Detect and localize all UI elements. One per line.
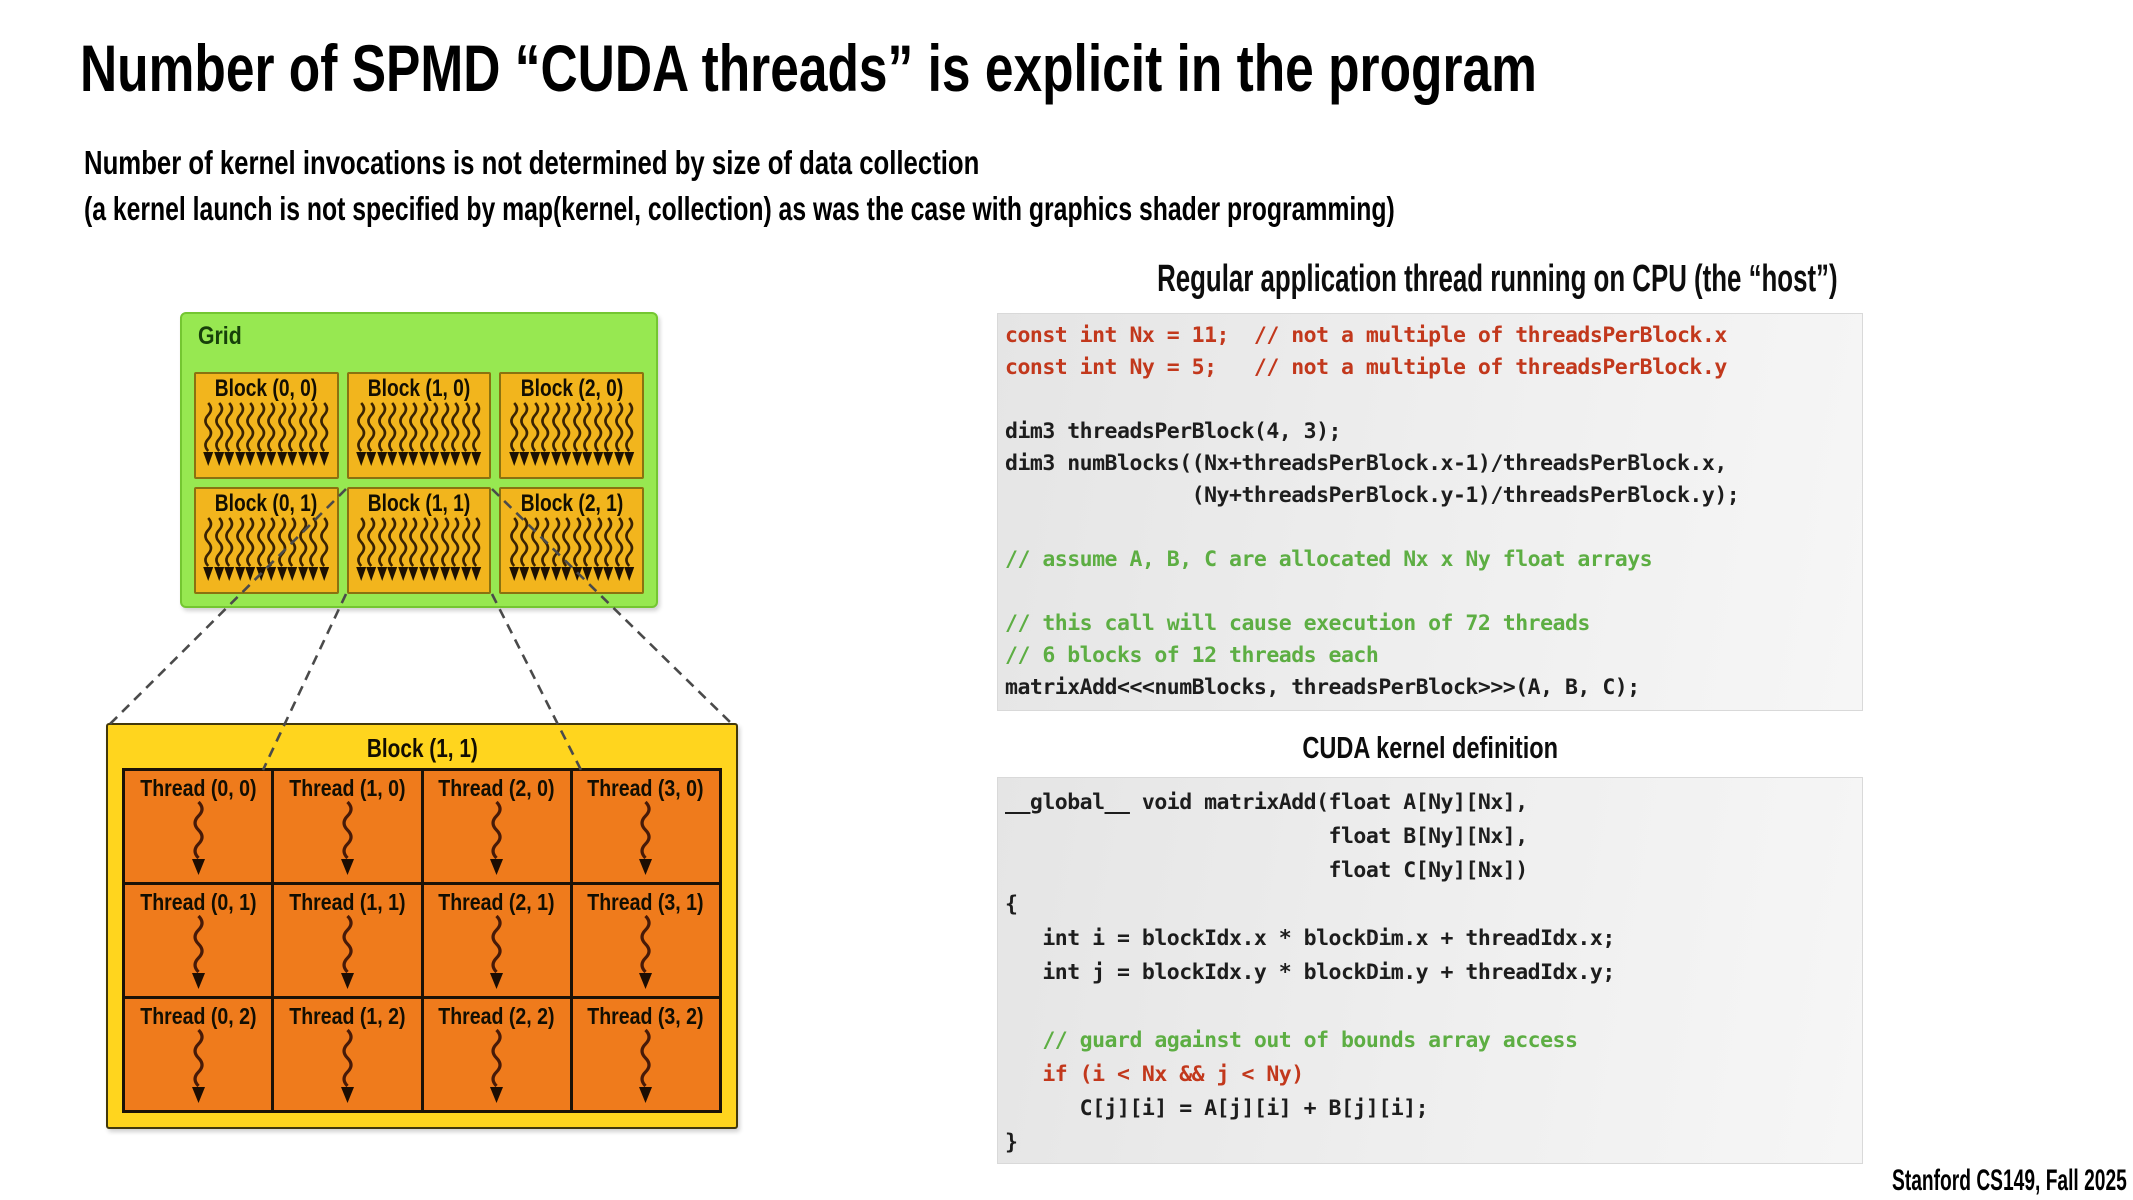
grid-block-label: Block (1, 0) (367, 375, 471, 402)
kernel-code-block: __global__ void matrixAdd(float A[Ny][Nx… (997, 777, 1863, 1164)
course-footer: Stanford CS149, Fall 2025 (1892, 1164, 2127, 1197)
thread-label: Thread (0, 1) (139, 889, 257, 915)
thread-squiggle-icon (339, 801, 356, 875)
thread-label: Thread (3, 1) (587, 889, 704, 915)
code-line: const int Ny = 5; // not a multiple of t… (1005, 355, 1727, 380)
code-line: // guard against out of bounds array acc… (1005, 1028, 1578, 1053)
thread-cell: Thread (3, 0) (572, 771, 719, 882)
thread-squiggles-icon (356, 517, 482, 581)
thread-squiggle-icon (190, 801, 207, 875)
grid-block: Block (2, 0) (499, 372, 644, 479)
grid-block-label: Block (0, 0) (215, 375, 318, 402)
page-title-text: Number of SPMD “CUDA threads” is explici… (80, 31, 1537, 105)
thread-squiggle-icon (339, 915, 356, 989)
grid-block-label: Block (1, 1) (367, 490, 471, 517)
code-line: int j = blockIdx.y * blockDim.y + thread… (1005, 960, 1615, 985)
cuda-grid-diagram: Grid Block (0, 0) Block (1, 0) Block (2,… (180, 312, 658, 608)
thread-table: Thread (0, 0) Thread (1, 0) Thread (2, 0… (122, 768, 722, 1113)
thread-cell: Thread (2, 1) (423, 885, 570, 996)
thread-label: Thread (2, 0) (438, 775, 555, 801)
thread-label: Thread (0, 2) (139, 1003, 257, 1029)
subtitle-line-1: Number of kernel invocations is not dete… (84, 144, 980, 181)
code-line: (Ny+threadsPerBlock.y-1)/threadsPerBlock… (1005, 483, 1740, 508)
thread-cell: Thread (1, 1) (274, 885, 421, 996)
thread-cell: Thread (3, 1) (572, 885, 719, 996)
thread-label: Thread (0, 0) (139, 775, 257, 801)
grid-block-label: Block (0, 1) (215, 490, 318, 517)
grid-block: Block (0, 1) (194, 487, 339, 594)
code-line: // this call will cause execution of 72 … (1005, 611, 1590, 636)
thread-cell: Thread (1, 2) (274, 999, 421, 1110)
grid-block: Block (0, 0) (194, 372, 339, 479)
code-line: int i = blockIdx.x * blockDim.x + thread… (1005, 926, 1615, 951)
code-line (1005, 990, 1862, 1024)
thread-squiggles-icon (508, 517, 635, 581)
thread-squiggle-icon (637, 915, 654, 989)
thread-label: Thread (1, 0) (289, 775, 406, 801)
block-detail-title: Block (1, 1) (366, 733, 478, 763)
thread-label: Thread (1, 2) (289, 1003, 406, 1029)
thread-squiggles-icon (356, 402, 482, 466)
code-line: float C[Ny][Nx]) (1005, 858, 1529, 883)
thread-label: Thread (2, 1) (438, 889, 555, 915)
code-line: } (1005, 1130, 1018, 1155)
code-line: // assume A, B, C are allocated Nx x Ny … (1005, 547, 1653, 572)
thread-cell: Thread (2, 0) (423, 771, 570, 882)
thread-cell: Thread (0, 0) (125, 771, 272, 882)
kernel-code-heading: CUDA kernel definition (1302, 730, 1558, 765)
thread-squiggle-icon (488, 801, 505, 875)
code-line: dim3 numBlocks((Nx+threadsPerBlock.x-1)/… (1005, 451, 1727, 476)
thread-squiggle-icon (637, 1029, 654, 1103)
grid-label: Grid (198, 322, 242, 350)
thread-squiggles-icon (203, 517, 330, 581)
grid-block: Block (1, 1) (346, 487, 492, 594)
thread-cell: Thread (3, 2) (572, 999, 719, 1110)
thread-cell: Thread (0, 2) (125, 999, 272, 1110)
thread-squiggle-icon (190, 915, 207, 989)
code-line (1005, 576, 1862, 608)
thread-label: Thread (3, 2) (587, 1003, 704, 1029)
code-line: dim3 threadsPerBlock(4, 3); (1005, 419, 1342, 444)
page-title: Number of SPMD “CUDA threads” is explici… (80, 30, 1948, 106)
code-line: if (i < Nx && j < Ny) (1005, 1062, 1304, 1087)
code-line: matrixAdd<<<numBlocks, threadsPerBlock>>… (1005, 675, 1640, 700)
host-code-heading: Regular application thread running on CP… (1157, 258, 1838, 300)
code-line: __global__ void matrixAdd(float A[Ny][Nx… (1005, 790, 1528, 815)
thread-label: Thread (3, 0) (587, 775, 704, 801)
thread-squiggle-icon (488, 915, 505, 989)
grid-block: Block (1, 0) (346, 372, 492, 479)
thread-squiggles-icon (203, 402, 330, 466)
grid-block-label: Block (2, 1) (520, 490, 623, 517)
thread-squiggles-icon (508, 402, 635, 466)
code-line (1005, 384, 1862, 416)
thread-squiggle-icon (339, 1029, 356, 1103)
thread-squiggle-icon (190, 1029, 207, 1103)
code-line: // 6 blocks of 12 threads each (1005, 643, 1379, 668)
thread-cell: Thread (2, 2) (423, 999, 570, 1110)
code-line: const int Nx = 11; // not a multiple of … (1005, 323, 1727, 348)
grid-block: Block (2, 1) (499, 487, 644, 594)
code-line: C[j][i] = A[j][i] + B[j][i]; (1005, 1096, 1429, 1121)
code-line: float B[Ny][Nx], (1005, 824, 1529, 849)
subtitle-line-2: (a kernel launch is not specified by map… (84, 190, 1395, 227)
thread-squiggle-icon (488, 1029, 505, 1103)
thread-label: Thread (2, 2) (438, 1003, 555, 1029)
host-code-block: const int Nx = 11; // not a multiple of … (997, 313, 1863, 711)
thread-label: Thread (1, 1) (289, 889, 406, 915)
grid-block-label: Block (2, 0) (520, 375, 623, 402)
thread-squiggle-icon (637, 801, 654, 875)
block-detail-diagram: Block (1, 1) Thread (0, 0) Thread (1, 0)… (106, 723, 738, 1129)
grid-blocks: Block (0, 0) Block (1, 0) Block (2, 0) B… (194, 372, 644, 594)
thread-cell: Thread (1, 0) (274, 771, 421, 882)
code-line (1005, 512, 1862, 544)
thread-cell: Thread (0, 1) (125, 885, 272, 996)
code-line: { (1005, 892, 1018, 917)
